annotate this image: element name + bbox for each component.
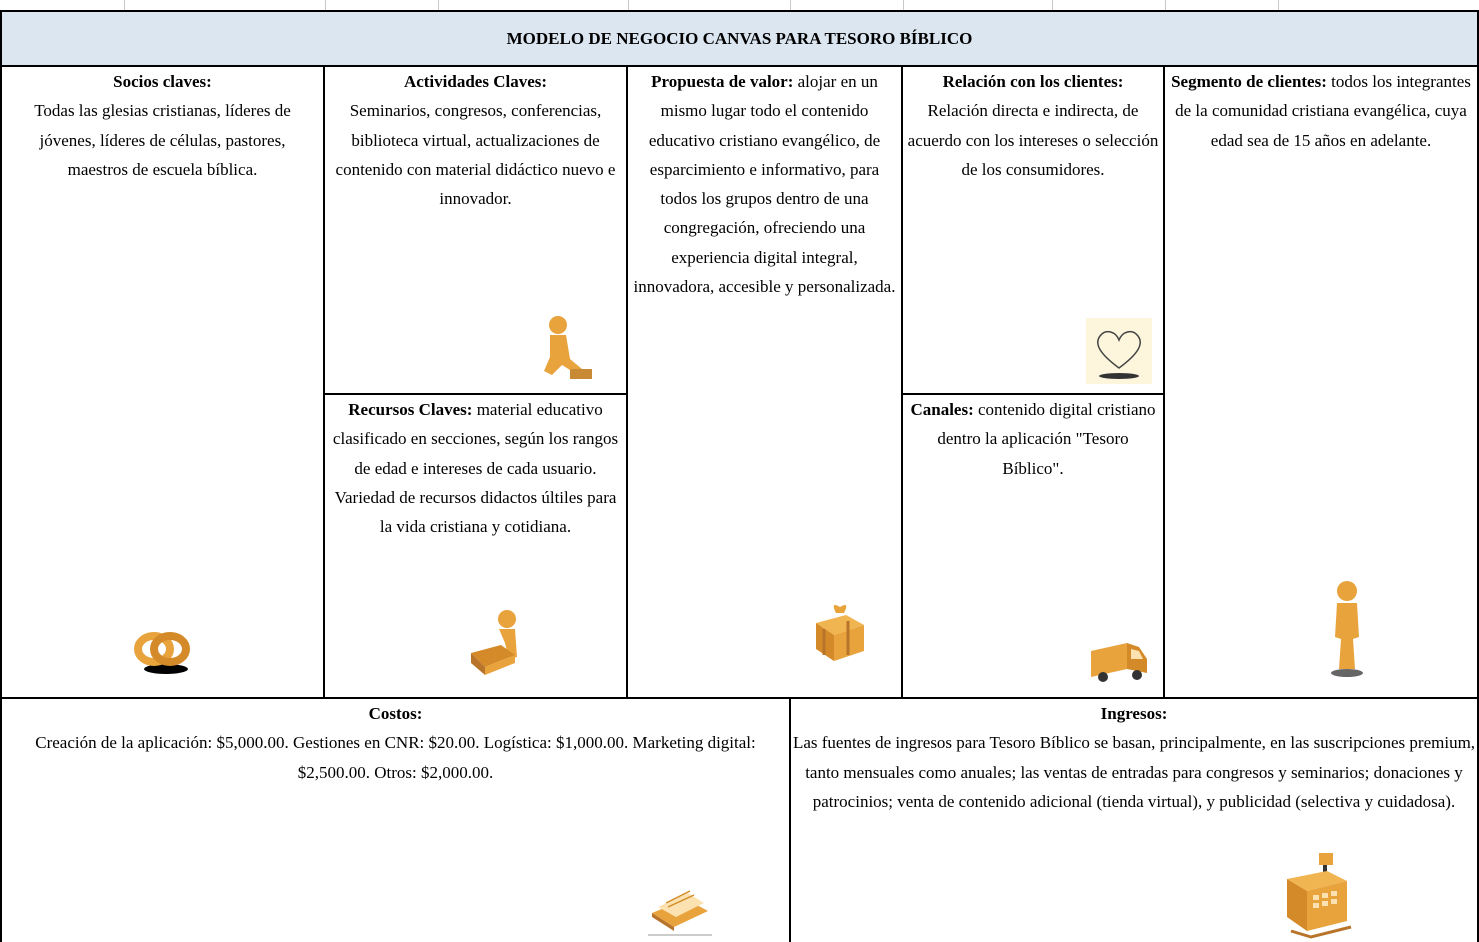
recursos-claves-cell: Recursos Claves: material educativo clas… — [325, 395, 628, 699]
costos-text: Creación de la aplicación: $5,000.00. Ge… — [35, 733, 756, 782]
actividades-text: Seminarios, congresos, conferencias, bib… — [335, 101, 616, 209]
figure-with-machine-icon — [465, 607, 535, 679]
spreadsheet-column-gridlines — [0, 0, 1479, 10]
standing-person-icon — [1317, 577, 1377, 681]
canales-content: Canales: contenido digital cristiano den… — [905, 395, 1161, 483]
recursos-content: Recursos Claves: material educativo clas… — [327, 395, 624, 541]
heart-icon — [1086, 318, 1152, 384]
costos-heading: Costos: — [368, 704, 423, 723]
socios-heading: Socios claves: — [113, 72, 212, 91]
segmento-clientes-cell: Segmento de clientes: todos los integran… — [1165, 67, 1479, 699]
kneeling-worker-icon — [530, 313, 596, 385]
propuesta-content: Propuesta de valor: alojar en un mismo l… — [630, 67, 899, 301]
gift-box-icon — [806, 599, 872, 665]
cash-register-icon — [1279, 851, 1355, 939]
relacion-heading: Relación con los clientes: — [942, 72, 1124, 91]
socios-text: Todas las glesias cristianas, líderes de… — [34, 101, 291, 179]
propuesta-heading: Propuesta de valor: — [651, 72, 794, 91]
canvas-title: MODELO DE NEGOCIO CANVAS PARA TESORO BÍB… — [0, 10, 1479, 67]
recursos-heading: Recursos Claves: — [348, 400, 473, 419]
segmento-content: Segmento de clientes: todos los integran… — [1165, 67, 1477, 155]
costos-cell: Costos: Creación de la aplicación: $5,00… — [0, 699, 791, 942]
propuesta-text: alojar en un mismo lugar todo el conteni… — [633, 72, 896, 297]
actividades-heading: Actividades Claves: — [403, 72, 548, 91]
relacion-text: Relación directa e indirecta, de acuerdo… — [907, 101, 1159, 179]
delivery-truck-icon — [1087, 631, 1153, 687]
actividades-claves-cell: Actividades Claves: Seminarios, congreso… — [325, 67, 628, 395]
relacion-clientes-cell: Relación con los clientes: Relación dire… — [903, 67, 1165, 395]
linked-rings-icon — [130, 625, 196, 677]
segmento-text: todos los integrantes de la comunidad cr… — [1175, 72, 1471, 150]
paper-stack-icon — [646, 877, 714, 937]
socios-claves-cell: Socios claves: Todas las glesias cristia… — [0, 67, 325, 699]
segmento-heading: Segmento de clientes: — [1171, 72, 1327, 91]
ingresos-text: Las fuentes de ingresos para Tesoro Bíbl… — [792, 733, 1476, 811]
canales-heading: Canales: — [910, 400, 974, 419]
propuesta-valor-cell: Propuesta de valor: alojar en un mismo l… — [628, 67, 903, 699]
ingresos-heading: Ingresos: — [1100, 704, 1168, 723]
canales-text: contenido digital cristiano dentro la ap… — [937, 400, 1156, 478]
ingresos-cell: Ingresos: Las fuentes de ingresos para T… — [791, 699, 1479, 942]
canales-cell: Canales: contenido digital cristiano den… — [903, 395, 1165, 699]
recursos-text: material educativo clasificado en seccio… — [332, 400, 619, 537]
